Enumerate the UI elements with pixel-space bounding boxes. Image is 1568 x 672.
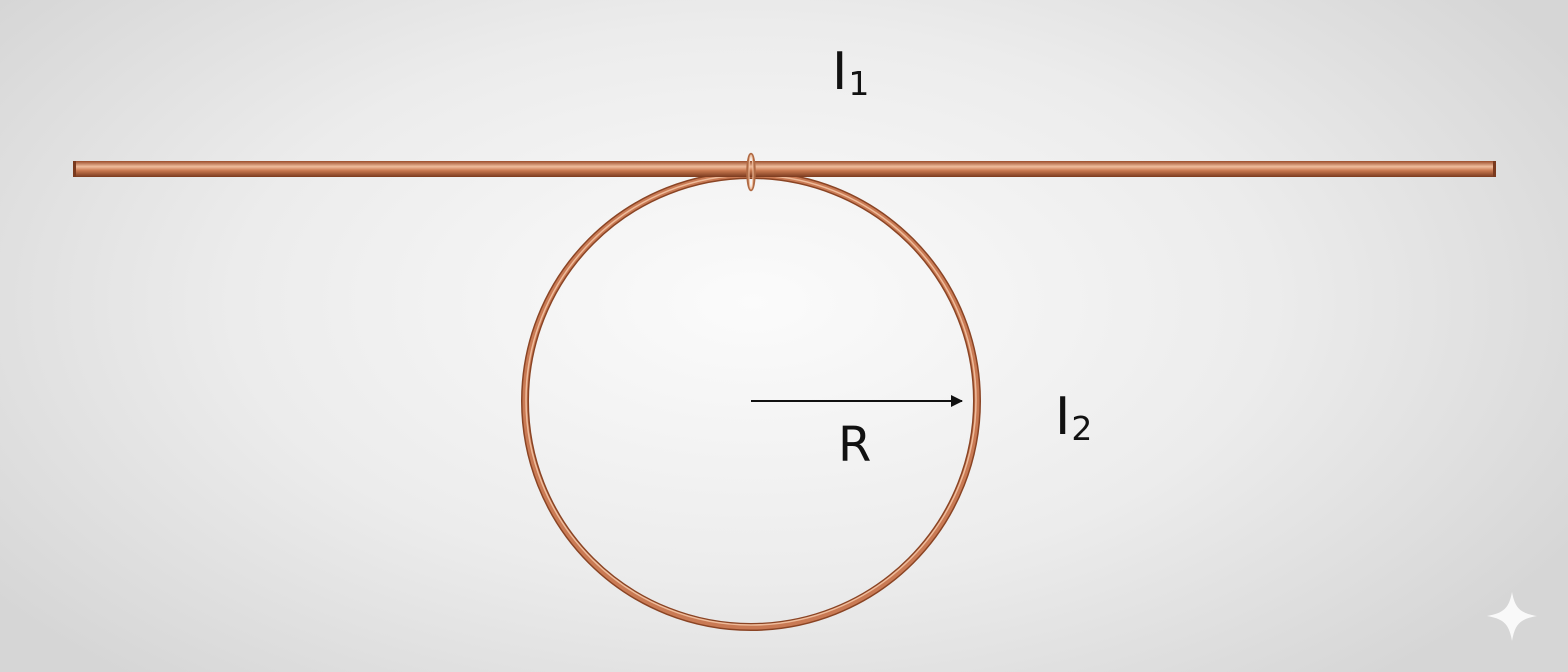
label-radius: R xyxy=(838,417,871,473)
label-i1: I1 xyxy=(832,42,869,103)
straight-wire xyxy=(73,161,1496,177)
label-i2: I2 xyxy=(1055,387,1092,448)
straight-wire-end-right xyxy=(1493,161,1496,177)
straight-wire-end-left xyxy=(73,161,76,177)
straight-wire-body xyxy=(73,161,1496,177)
contact-ring xyxy=(746,152,756,192)
sparkle-icon xyxy=(1487,592,1537,641)
